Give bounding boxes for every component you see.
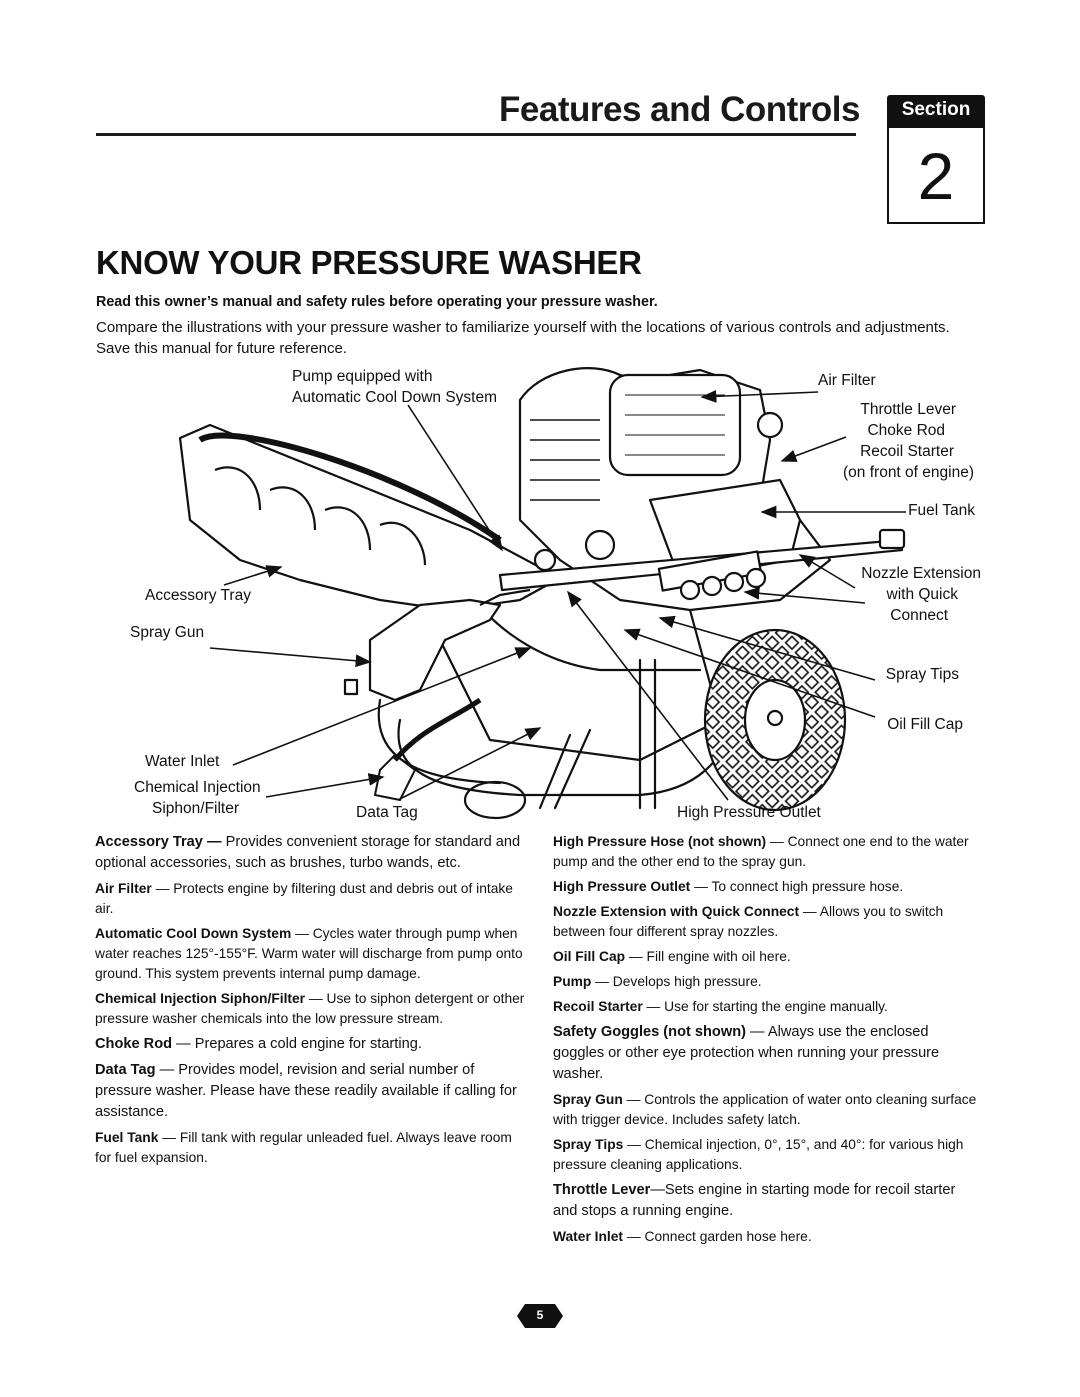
- callout-nozzle-line1: Nozzle Extension: [861, 565, 981, 582]
- callout-leaders: [209, 389, 906, 801]
- callout-recoil-starter: Recoil Starter: [860, 443, 954, 460]
- callout-chemical-line2: Siphon/Filter: [152, 800, 240, 817]
- header-rule: [96, 133, 856, 136]
- callout-spray-tips: Spray Tips: [885, 666, 959, 683]
- definition-item: Water Inlet — Connect garden hose here.: [553, 1229, 812, 1244]
- definition-item: Chemical Injection Siphon/Filter — Use t…: [95, 991, 525, 1026]
- definitions-left-column: Accessory Tray — Provides convenient sto…: [95, 832, 525, 1173]
- definitions-right-column: High Pressure Hose (not shown) — Connect…: [553, 832, 983, 1252]
- callout-data-tag: Data Tag: [356, 804, 418, 821]
- page-number-badge: [517, 1304, 563, 1328]
- definition-item: High Pressure Outlet — To connect high p…: [553, 879, 904, 894]
- page-number: 5: [536, 1308, 544, 1322]
- callout-chemical-line1: Chemical Injection: [134, 779, 261, 796]
- callout-pump-line2: Automatic Cool Down System: [292, 389, 498, 406]
- callout-throttle-lever: Throttle Lever: [860, 401, 956, 418]
- definition-item: Fuel Tank — Fill tank with regular unlea…: [95, 1130, 512, 1165]
- callout-nozzle-line2: with Quick: [886, 586, 959, 603]
- callout-spray-gun: Spray Gun: [130, 624, 205, 641]
- wheel: [703, 628, 847, 812]
- callout-oil-fill-cap: Oil Fill Cap: [887, 716, 963, 733]
- wand: [498, 528, 906, 601]
- callout-pump-line1: Pump equipped with: [292, 368, 433, 385]
- section-label: Section: [887, 95, 985, 126]
- definition-item: Pump — Develops high pressure.: [553, 974, 762, 989]
- definition-item: Spray Tips — Chemical injection, 0°, 15°…: [553, 1137, 964, 1172]
- callout-choke-rod: Choke Rod: [867, 422, 945, 439]
- definition-item: Nozzle Extension with Quick Connect — Al…: [553, 904, 944, 939]
- callout-accessory-tray: Accessory Tray: [145, 587, 251, 604]
- definition-item: Automatic Cool Down System — Cycles wate…: [95, 926, 523, 981]
- page-header-title: Features and Controls: [499, 90, 860, 129]
- page-heading: KNOW YOUR PRESSURE WASHER: [96, 244, 642, 281]
- definition-item: Recoil Starter — Use for starting the en…: [553, 999, 888, 1014]
- pressure-washer-illustration: [178, 367, 906, 820]
- spray-gun: [343, 588, 531, 702]
- definition-item: Air Filter — Protects engine by filterin…: [95, 881, 513, 916]
- callout-water-inlet: Water Inlet: [145, 753, 220, 770]
- intro-warning: Read this owner’s manual and safety rule…: [96, 294, 658, 310]
- definition-item: Choke Rod — Prepares a cold engine for s…: [95, 1036, 422, 1052]
- definition-item: Accessory Tray — Provides convenient sto…: [95, 834, 521, 871]
- definition-item: Oil Fill Cap — Fill engine with oil here…: [553, 949, 791, 964]
- intro-text: Compare the illustrations with your pres…: [96, 319, 950, 357]
- definition-item: Data Tag — Provides model, revision and …: [95, 1062, 517, 1120]
- callout-nozzle-line3: Connect: [890, 607, 948, 624]
- definition-item: Spray Gun — Controls the application of …: [553, 1092, 977, 1127]
- definition-item: Throttle Lever—Sets engine in starting m…: [553, 1182, 956, 1219]
- callout-air-filter: Air Filter: [818, 372, 876, 389]
- callout-fuel-tank: Fuel Tank: [908, 502, 975, 519]
- callout-high-pressure-outlet: High Pressure Outlet: [677, 804, 821, 821]
- chemical-filter: [373, 697, 482, 802]
- section-number: 2: [887, 126, 985, 224]
- definition-item: High Pressure Hose (not shown) — Connect…: [553, 834, 969, 869]
- callout-recoil-note: (on front of engine): [843, 464, 974, 481]
- definition-item: Safety Goggles (not shown) — Always use …: [553, 1024, 940, 1082]
